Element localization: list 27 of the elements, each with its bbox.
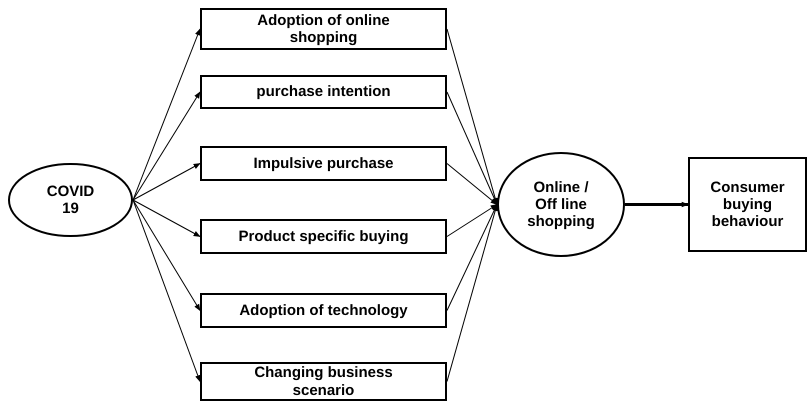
node-text: Consumer buying behaviour [709, 178, 786, 230]
process-box [200, 75, 447, 109]
node-text: purchase intention [256, 83, 391, 101]
ellipse-node [497, 152, 625, 257]
node-text: Product specific buying [238, 228, 409, 246]
arrow [132, 91, 200, 200]
arrow [132, 28, 200, 200]
node-text: Adoption of technology [239, 302, 408, 320]
process-box [200, 146, 447, 181]
node-text: Changing business scenario [253, 364, 394, 399]
arrow [446, 163, 498, 205]
arrow [132, 200, 200, 312]
arrow [132, 163, 201, 200]
process-box [200, 219, 447, 254]
process-box [200, 362, 447, 401]
node-text: COVID 19 [46, 182, 96, 218]
node-text: Impulsive purchase [253, 154, 394, 172]
node-text: Adoption of online shopping [256, 12, 391, 46]
ellipse-node [8, 163, 133, 237]
arrow [132, 200, 201, 237]
process-box [200, 8, 447, 50]
arrow [132, 200, 200, 382]
node-text: Online / Off line shopping [526, 178, 596, 230]
arrow [446, 204, 498, 237]
process-box [200, 293, 447, 328]
process-box [688, 157, 807, 252]
arrow [625, 202, 689, 208]
